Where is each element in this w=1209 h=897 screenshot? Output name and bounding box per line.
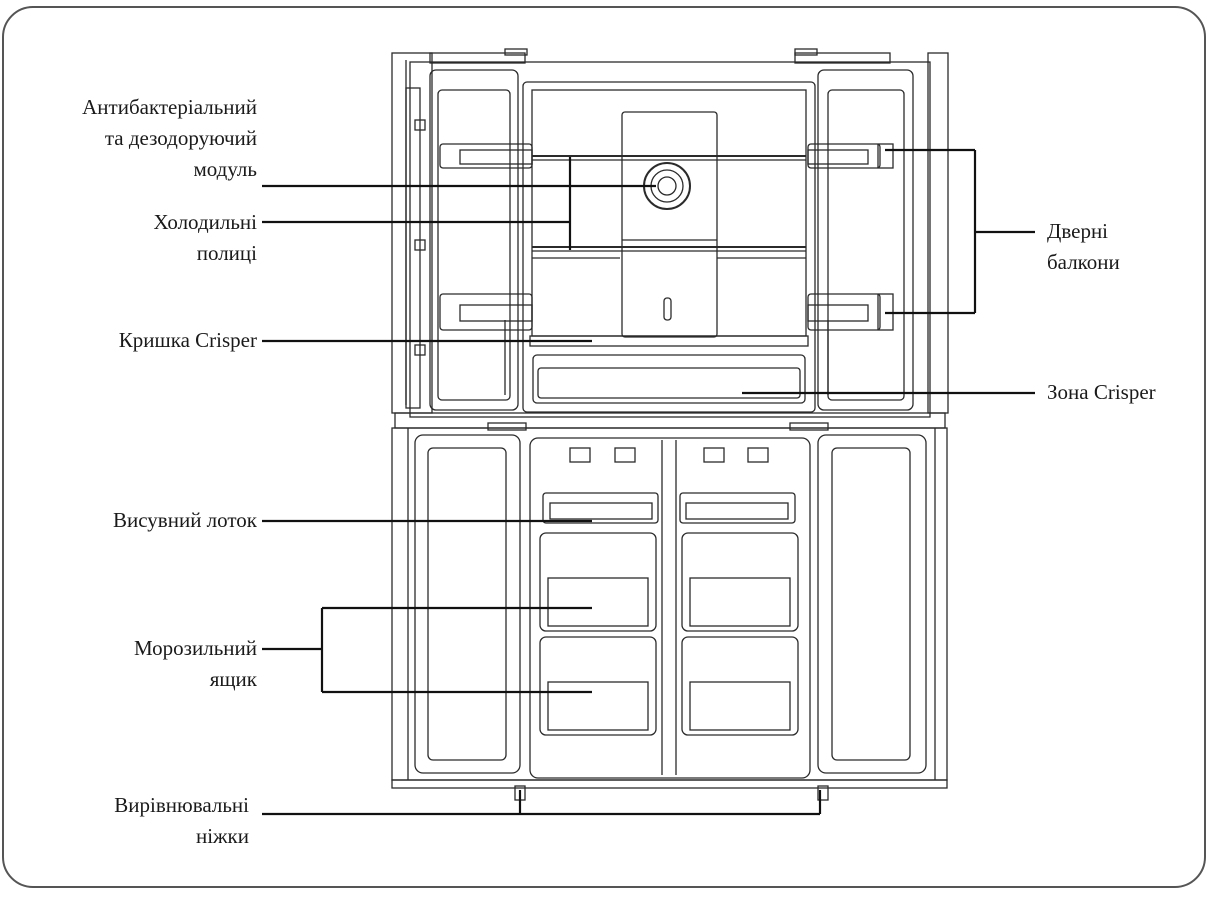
label-fridge-shelves-line-2: полиці [196,241,257,265]
label-door-balconies-line-1: Дверні [1047,219,1109,243]
label-leveling-feet-line-2: ніжки [195,824,249,848]
freezer-compartment [391,427,948,781]
label-crisper-cover-line-1: Кришка Crisper [118,328,257,352]
label-crisper-cover: Кришка Crisper [119,325,257,356]
label-crisper-zone: Зона Crisper [1047,377,1156,408]
left-upper-door [391,52,433,414]
label-crisper-zone-line-1: Зона Crisper [1047,380,1156,404]
label-pull-out-tray-line-1: Висувний лоток [113,508,257,532]
label-leveling-feet: Вирівнювальні ніжки [114,790,249,852]
label-antibacterial-line-3: модуль [193,157,257,181]
right-upper-door [927,52,949,414]
label-leveling-feet-line-1: Вирівнювальні [114,793,249,817]
fridge-compartment [409,61,931,418]
label-antibacterial-module: Антибактеріальний та дезодоруючий модуль [82,92,257,185]
label-door-balconies-line-2: балкони [1047,250,1120,274]
fridge-illustration [391,48,949,801]
leveling-foot-right [817,785,829,801]
label-fridge-shelves-line-1: Холодильні [153,210,258,234]
label-freezer-drawer: Морозильний ящик [134,633,257,695]
label-pull-out-tray: Висувний лоток [113,505,257,536]
label-fridge-shelves: Холодильні полиці [154,207,258,269]
label-freezer-drawer-line-2: ящик [209,667,257,691]
diagram-frame [2,6,1206,888]
label-antibacterial-line-2: та дезодоруючий [104,126,257,150]
crisper-drawer [532,354,806,404]
label-door-balconies: Дверні балкони [1047,216,1120,278]
leader-lines [262,148,1035,816]
label-antibacterial-line-1: Антибактеріальний [82,95,257,119]
label-freezer-drawer-line-1: Морозильний [134,636,257,660]
